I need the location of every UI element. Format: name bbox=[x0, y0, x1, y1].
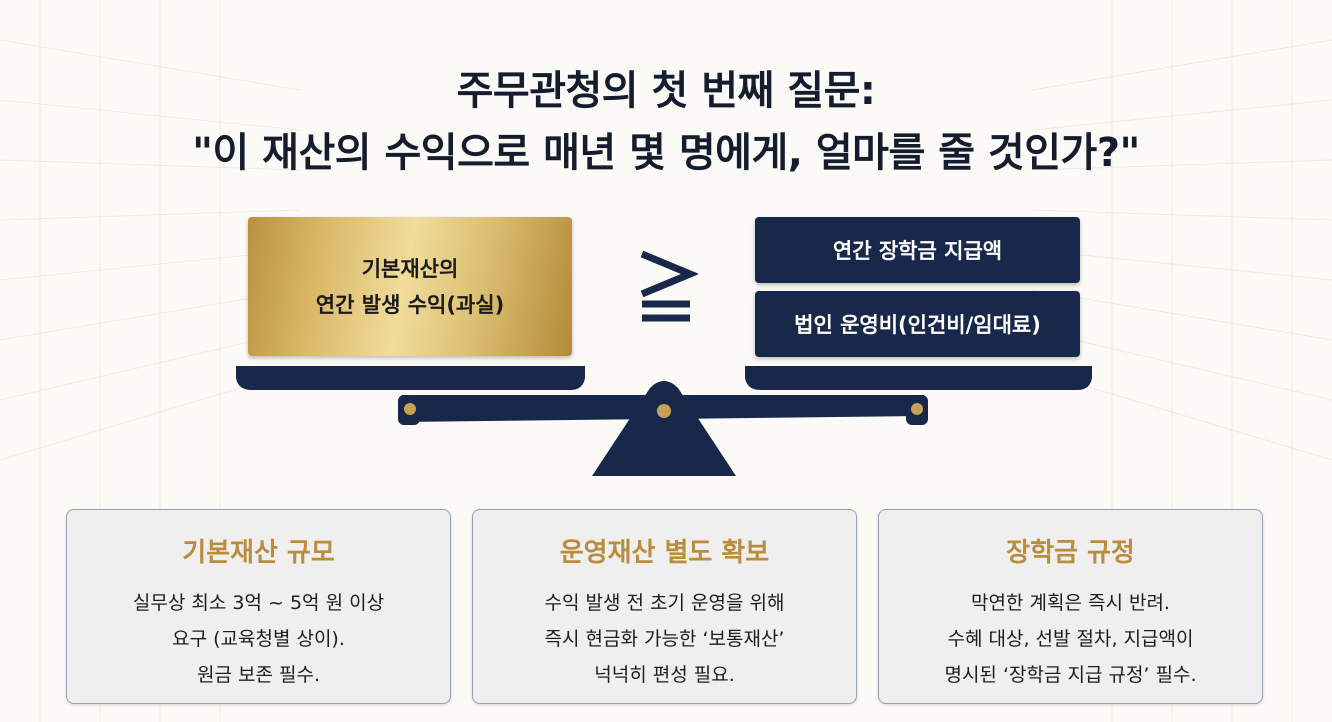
greater-equal-icon bbox=[640, 250, 698, 322]
card-line: 명시된 ‘장학금 지급 규정’ 필수. bbox=[944, 664, 1197, 686]
page-title-line1: 주무관청의 첫 번째 질문: bbox=[456, 68, 876, 114]
annual-scholarship-box: 연간 장학금 지급액 bbox=[755, 217, 1080, 283]
card-scholarship-rules: 장학금 규정 막연한 계획은 즉시 반려. 수혜 대상, 선발 절차, 지급액이… bbox=[878, 509, 1263, 704]
basic-asset-label-line2: 연간 발생 수익(과실) bbox=[315, 292, 505, 317]
card-title: 장학금 규정 bbox=[1006, 538, 1135, 568]
card-line: 실무상 최소 3억 ~ 5억 원 이상 bbox=[132, 592, 385, 614]
card-line: 막연한 계획은 즉시 반려. bbox=[971, 592, 1170, 614]
card-line: 즉시 현금화 가능한 ‘보통재산’ bbox=[544, 628, 785, 650]
card-line: 요구 (교육청별 상이). bbox=[172, 628, 345, 650]
card-line: 수혜 대상, 선발 절차, 지급액이 bbox=[947, 628, 1194, 650]
basic-asset-income-box: 기본재산의 연간 발생 수익(과실) bbox=[248, 217, 572, 356]
balance-scale-icon bbox=[236, 366, 1092, 476]
card-operating-asset: 운영재산 별도 확보 수익 발생 전 초기 운영을 위해 즉시 현금화 가능한 … bbox=[472, 509, 857, 704]
card-line: 원금 보존 필수. bbox=[197, 664, 320, 686]
card-line: 수익 발생 전 초기 운영을 위해 bbox=[544, 592, 785, 614]
basic-asset-label-line1: 기본재산의 bbox=[361, 256, 459, 281]
card-title: 운영재산 별도 확보 bbox=[559, 538, 770, 568]
card-basic-asset-scale: 기본재산 규모 실무상 최소 3억 ~ 5억 원 이상 요구 (교육청별 상이)… bbox=[66, 509, 451, 704]
card-title: 기본재산 규모 bbox=[182, 538, 335, 568]
page-title-line2: "이 재산의 수익으로 매년 몇 명에게, 얼마를 줄 것인가?" bbox=[192, 130, 1140, 176]
operating-cost-box: 법인 운영비(인건비/임대료) bbox=[755, 291, 1080, 357]
card-line: 넉넉히 편성 필요. bbox=[594, 664, 735, 686]
